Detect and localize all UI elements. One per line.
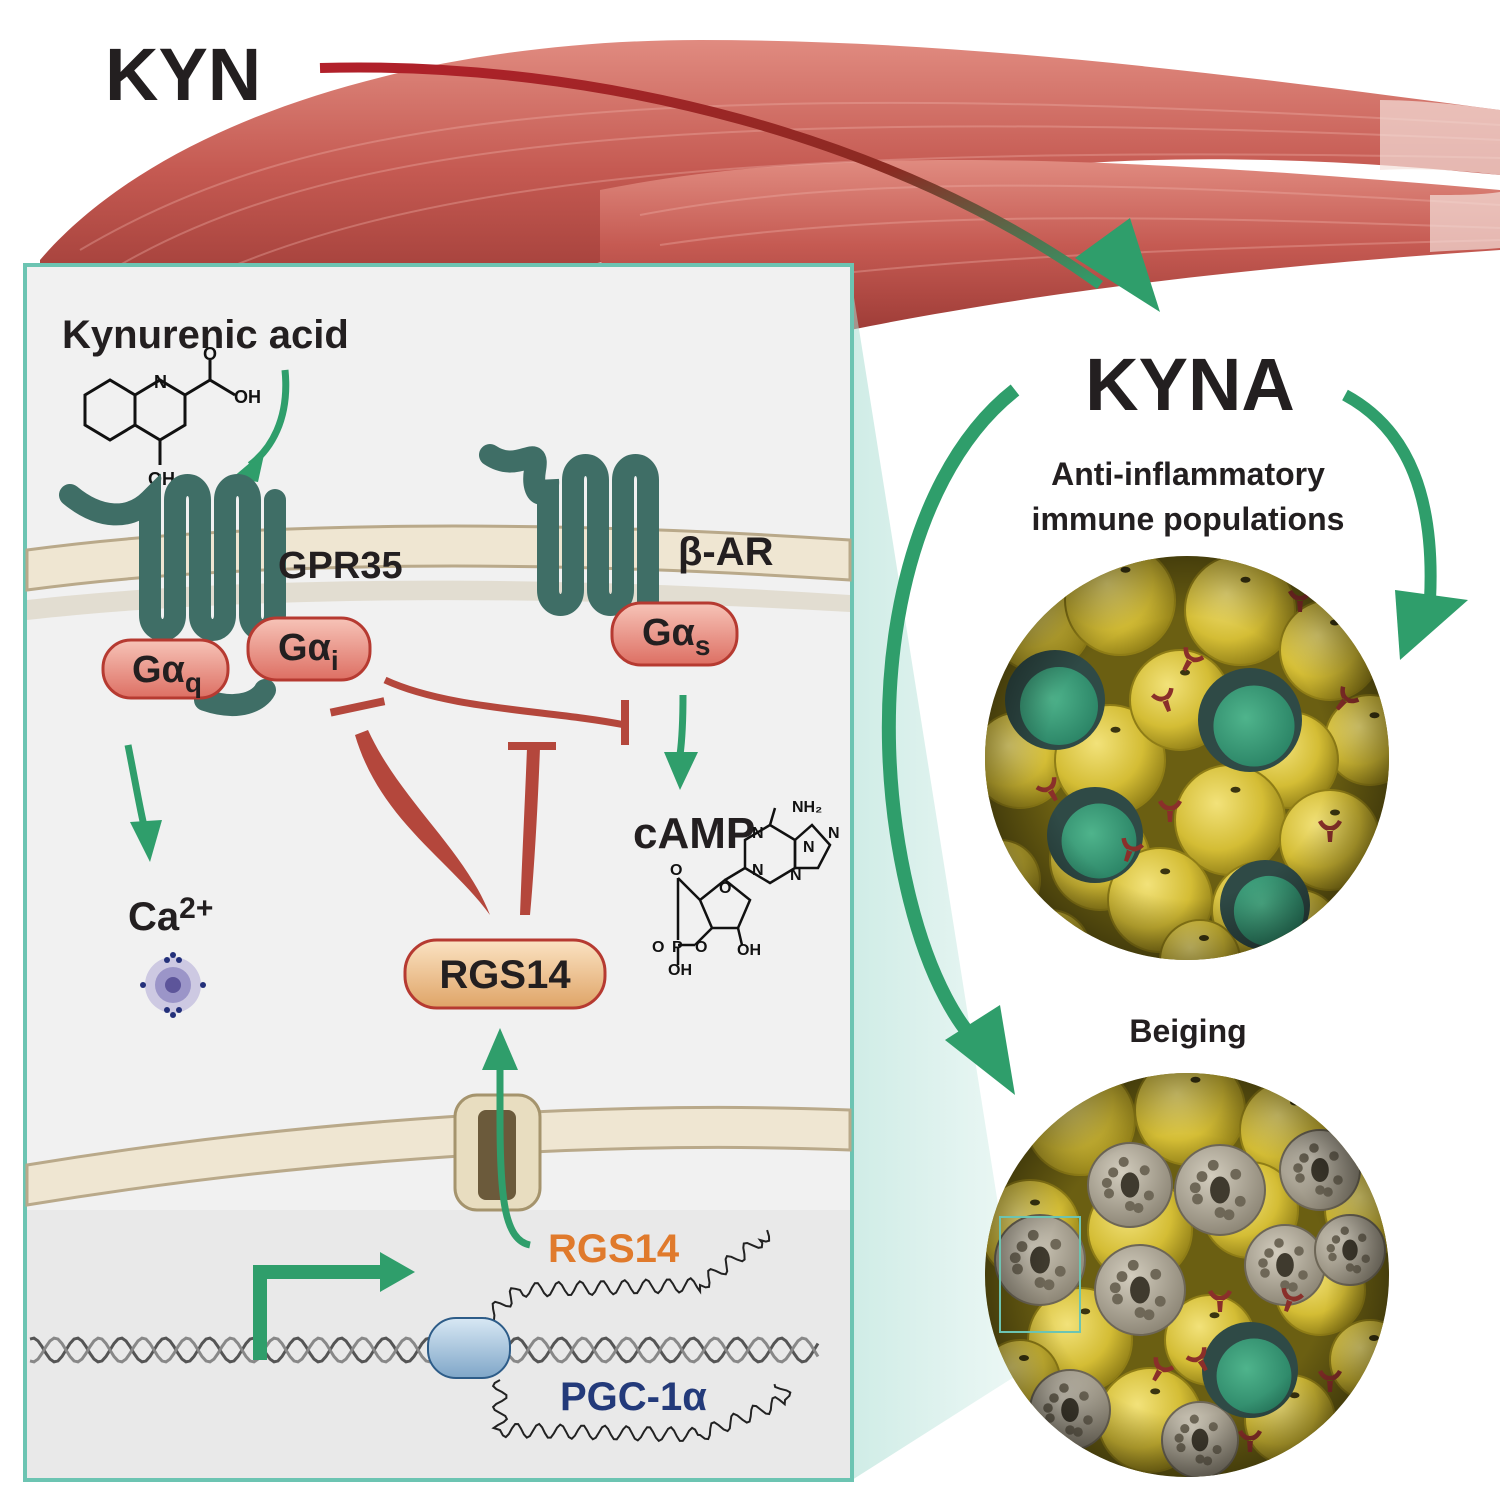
kyna-n-atom: N	[154, 372, 167, 392]
rgs14-protein-label: RGS14	[439, 953, 571, 997]
camp-oh-atom: OH	[668, 962, 692, 979]
gas-to-camp-arrow	[664, 694, 698, 790]
camp-n3-atom: N	[790, 867, 802, 884]
kyna-label: KYNA	[1085, 343, 1295, 426]
beiging-label: Beiging	[1129, 1013, 1246, 1049]
camp-n2-atom: N	[803, 839, 815, 856]
camp-structure	[676, 807, 832, 965]
camp-o1-atom: O	[670, 862, 682, 879]
kyna-oh-atom: OH	[234, 387, 261, 407]
g-alpha-s-subscript: s	[695, 630, 711, 661]
adipose-beiging-circle	[985, 1073, 1389, 1477]
kyna-to-immune-arrow	[1342, 389, 1468, 660]
rgs14-mrna-label: RGS14	[548, 1227, 680, 1271]
kyna-binding-arrow	[232, 369, 290, 482]
camp-o3-atom: O	[652, 939, 664, 956]
camp-n1-atom: N	[752, 825, 764, 842]
g-alpha-i-label: Gα	[278, 627, 331, 669]
g-alpha-s-label: Gα	[642, 612, 695, 654]
g-alpha-q: Gαq	[101, 638, 230, 700]
kyna-o-atom: O	[203, 344, 217, 364]
camp-o2-atom: O	[695, 939, 707, 956]
calcium-superscript: 2+	[179, 892, 213, 925]
rgs14-translation-arrow	[482, 1028, 532, 1249]
g-alpha-q-label: Gα	[132, 649, 185, 691]
calcium-label: Ca	[128, 895, 180, 939]
camp-n5-atom: N	[752, 862, 764, 879]
camp-n4-atom: N	[828, 825, 840, 842]
camp-p-atom: P	[672, 939, 683, 956]
beta-ar-label: β-AR	[678, 530, 774, 574]
adipose-immune-circle	[985, 556, 1389, 960]
anti-inflammatory-line2: immune populations	[1032, 501, 1345, 537]
rgs14-inhibits-gai	[329, 697, 490, 915]
gai-inhibits-camp	[383, 676, 629, 745]
gaq-to-calcium-arrow	[124, 744, 162, 862]
camp-oh2-atom: OH	[737, 942, 761, 959]
kynurenic-acid-structure	[83, 360, 236, 465]
gpr35-receptor	[59, 473, 286, 716]
kyn-to-kyna-arrow	[319, 62, 1160, 312]
g-alpha-s: Gαs	[610, 601, 739, 667]
svg-text:Ca2+: Ca2+	[128, 892, 213, 939]
zoom-region-box	[999, 1216, 1081, 1333]
mrna-strands	[484, 1229, 792, 1443]
kyna-to-beiging-arrow	[881, 384, 1020, 1095]
anti-inflammatory-line1: Anti-inflammatory	[1051, 456, 1325, 492]
zoom-wedge	[852, 285, 1080, 1480]
g-alpha-i-subscript: i	[331, 645, 339, 676]
transcription-start-arrow	[253, 1252, 415, 1360]
rgs14-protein: RGS14	[403, 938, 607, 1010]
g-alpha-i: Gαi	[246, 616, 372, 682]
g-alpha-q-subscript: q	[185, 667, 202, 698]
signaling-panel: Kynurenic acid O N OH OH GPR35 β-AR	[23, 263, 854, 1482]
svg-text:Gαs: Gαs	[642, 612, 711, 661]
beta-ar-receptor	[479, 444, 659, 616]
pgc1a-label: PGC-1α	[560, 1375, 707, 1419]
gpr35-label: GPR35	[278, 545, 403, 587]
camp-label: cAMP	[633, 809, 755, 858]
pgc1a-coactivator	[427, 1317, 511, 1379]
kynurenic-acid-label: Kynurenic acid	[62, 313, 349, 357]
camp-nh2-atom: NH₂	[792, 799, 822, 816]
svg-text:Gαq: Gαq	[132, 649, 202, 698]
kyn-label: KYN	[105, 33, 261, 116]
svg-text:Gαi: Gαi	[278, 627, 339, 676]
camp-o-ring-atom: O	[719, 880, 731, 897]
calcium-ion-icon	[140, 952, 206, 1018]
rgs14-inhibits-gas	[508, 742, 556, 915]
dna-double-helix	[29, 1336, 820, 1364]
